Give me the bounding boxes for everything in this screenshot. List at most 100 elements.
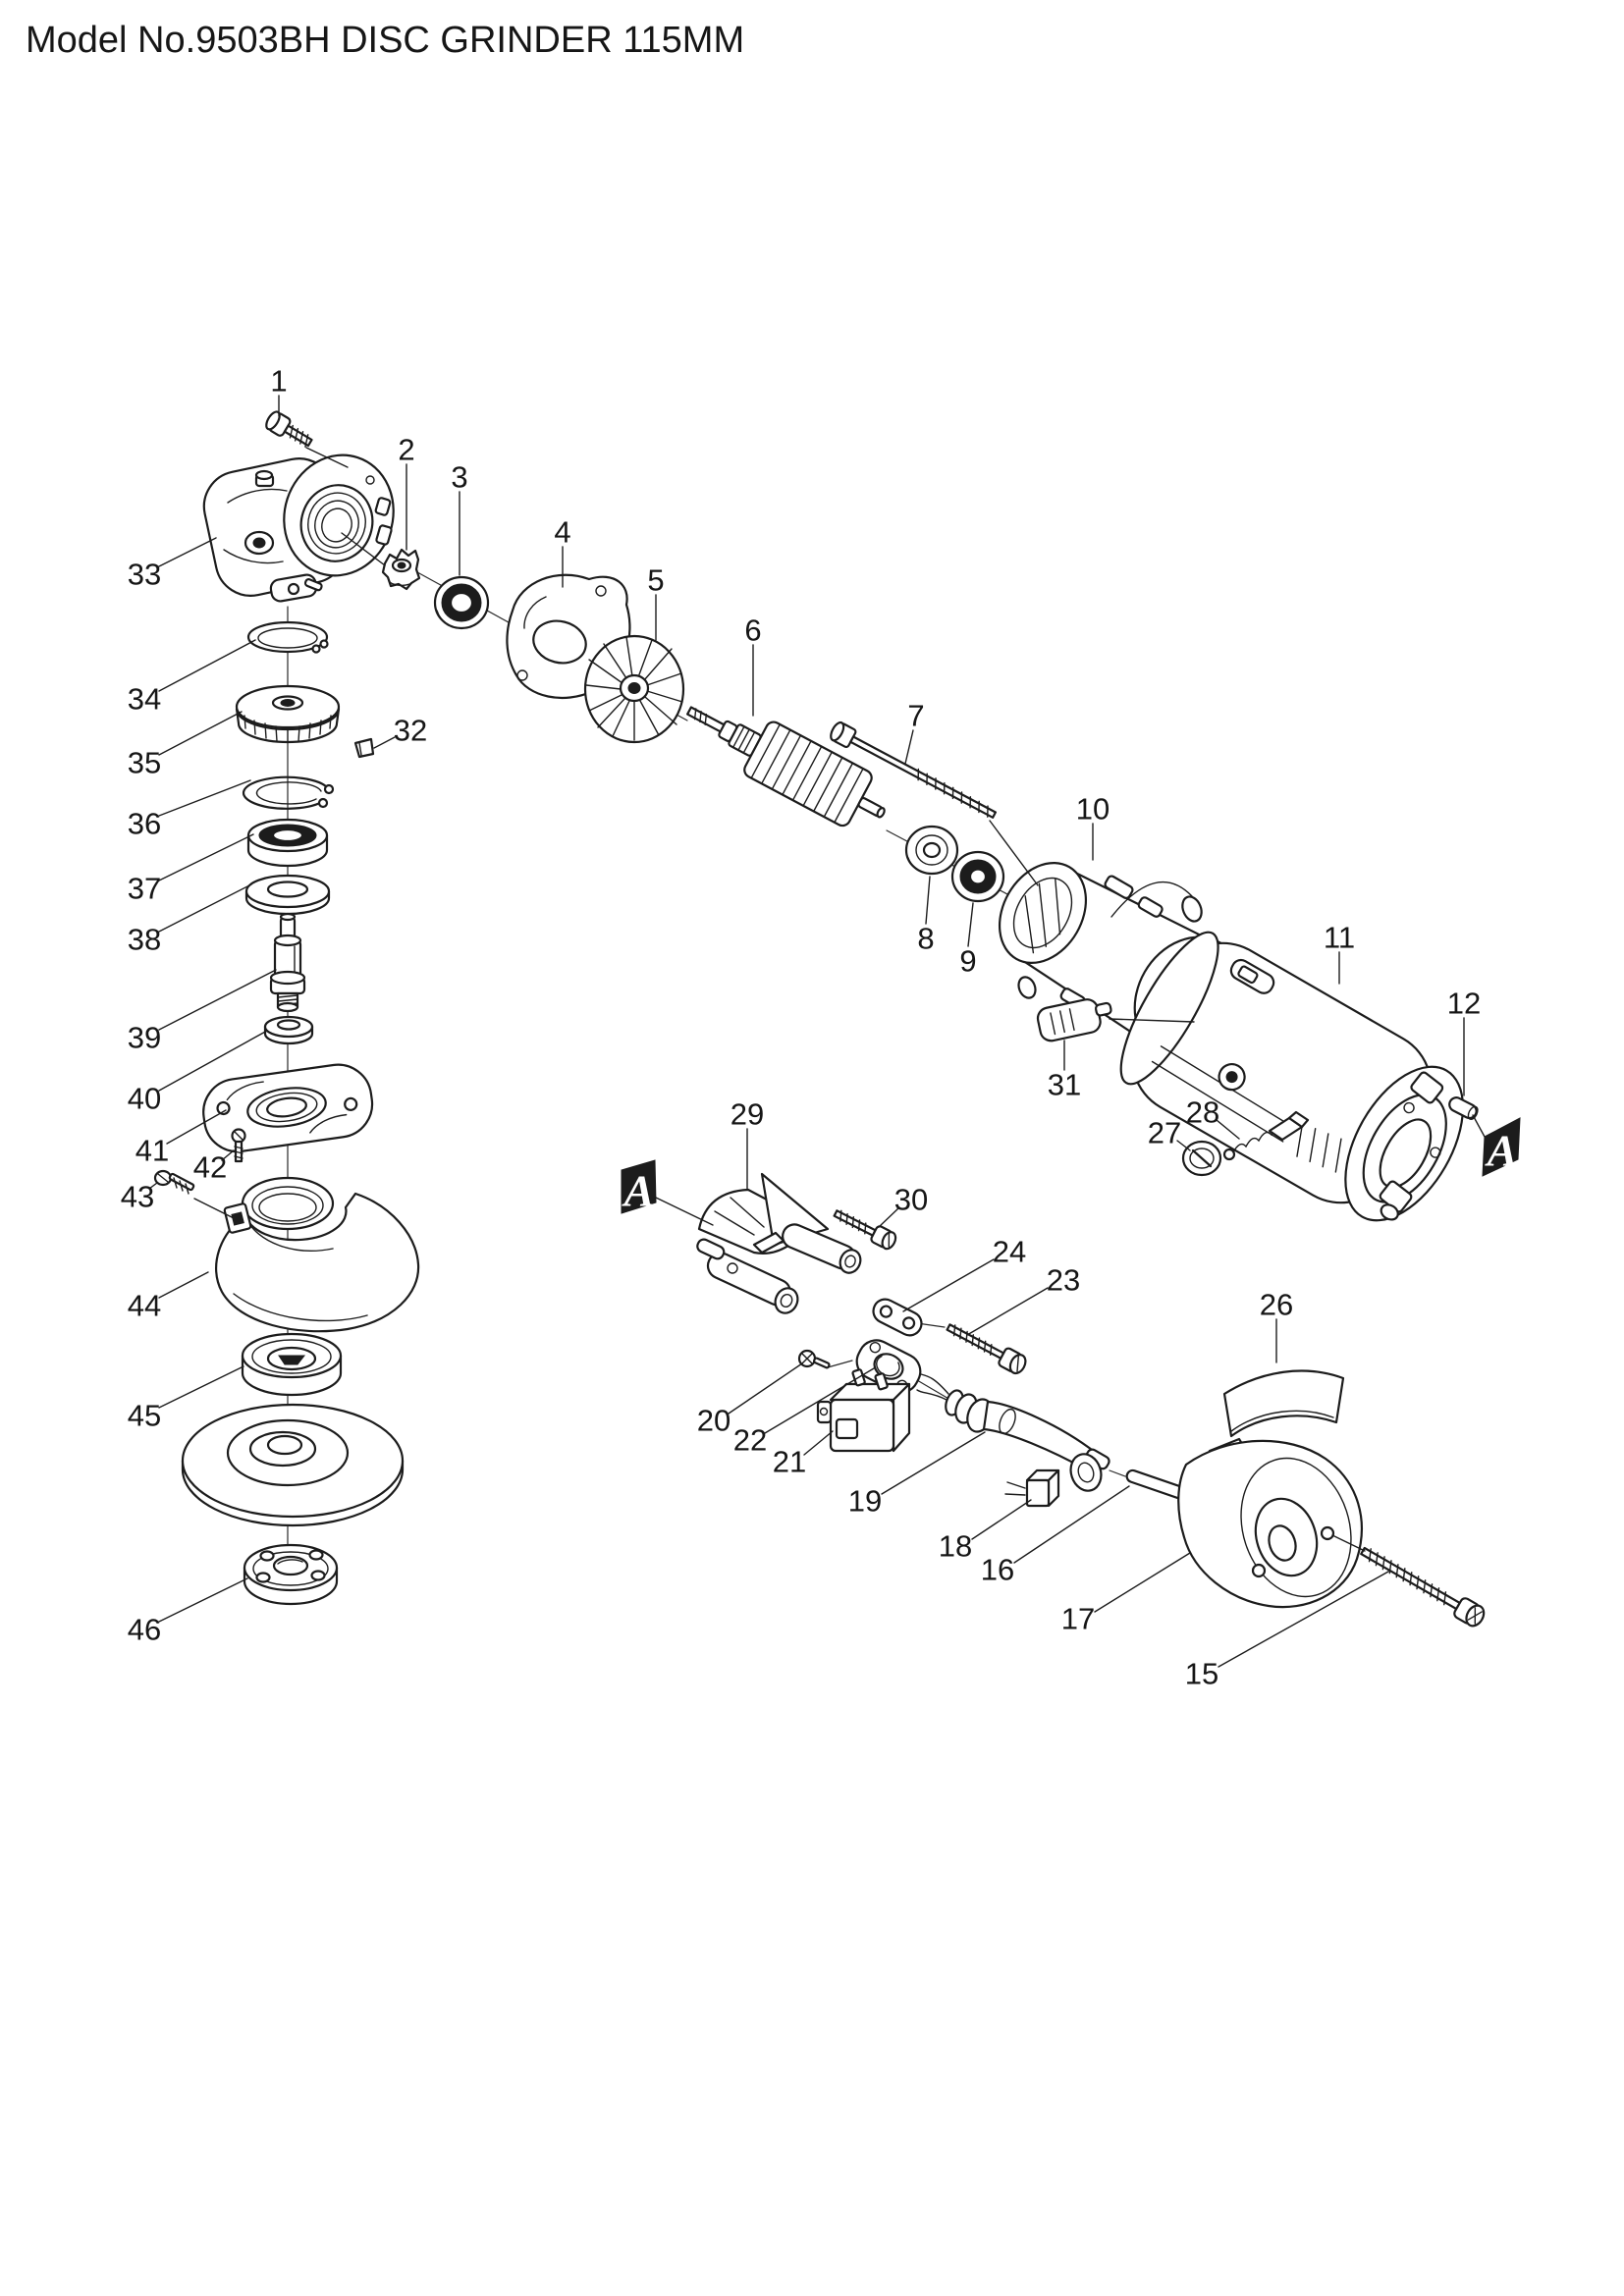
hex-bolt-long	[830, 721, 998, 819]
part-number-16: 16	[981, 1553, 1014, 1587]
leader-line-19	[881, 1431, 986, 1495]
leader-line-43	[148, 1182, 158, 1190]
brush-holder-screw	[833, 1209, 897, 1251]
leader-line-44	[158, 1271, 209, 1299]
stator-lead-wire	[1110, 881, 1193, 918]
leader-line-17	[1094, 1552, 1191, 1613]
leader-line-16	[1013, 1485, 1130, 1564]
spiral-bevel-gear-large	[235, 684, 341, 744]
detail-marker-a-right-letter: A	[1485, 1126, 1518, 1176]
part-number-42: 42	[193, 1150, 227, 1185]
armature	[686, 706, 886, 828]
terminal-plate	[872, 1298, 923, 1337]
leader-line-21	[803, 1430, 834, 1456]
part-number-12: 12	[1447, 987, 1481, 1021]
wave-washer	[263, 1015, 314, 1045]
dowel-pin	[1448, 1096, 1479, 1120]
part-number-41: 41	[135, 1134, 169, 1168]
rubber-ring	[950, 850, 1005, 903]
flat-washer	[244, 874, 331, 916]
part-number-27: 27	[1148, 1116, 1181, 1150]
leader-line-24	[902, 1258, 995, 1312]
pointer-lines	[193, 447, 1366, 1552]
detail-marker-a-right-leader	[1472, 1114, 1486, 1138]
part-number-23: 23	[1047, 1263, 1080, 1298]
parts-artwork	[153, 410, 1486, 1628]
cord-clip-block	[1004, 1468, 1060, 1508]
guard-clamp-screw	[153, 1169, 195, 1195]
part-number-15: 15	[1185, 1657, 1218, 1691]
callout-layer: 1234567891011121516171819202122232426272…	[121, 364, 1521, 1691]
leader-line-8	[925, 876, 931, 925]
detail-marker-a-right-badge	[1482, 1117, 1521, 1177]
leader-line-33	[158, 537, 217, 567]
leader-line-23	[966, 1287, 1049, 1336]
part-number-33: 33	[128, 558, 161, 592]
pan-head-screw	[265, 410, 313, 448]
part-number-18: 18	[939, 1529, 972, 1564]
part-number-2: 2	[398, 433, 414, 467]
small-screw	[797, 1349, 831, 1369]
leader-line-45	[158, 1365, 244, 1409]
part-number-3: 3	[451, 460, 467, 495]
part-number-7: 7	[907, 699, 924, 733]
part-number-43: 43	[121, 1180, 154, 1214]
leader-line-28	[1216, 1119, 1240, 1140]
carbon-brush-assembly	[1222, 1110, 1310, 1161]
leader-line-15	[1218, 1571, 1389, 1668]
leader-line-18	[971, 1499, 1032, 1540]
part-number-46: 46	[128, 1613, 161, 1647]
brush-holder-cap	[1181, 1140, 1222, 1177]
leader-line-20	[728, 1362, 803, 1415]
leader-line-35	[158, 711, 243, 756]
part-number-24: 24	[993, 1235, 1026, 1269]
leader-line-37	[158, 833, 254, 881]
part-number-1: 1	[270, 364, 287, 399]
gear-housing	[202, 454, 395, 603]
part-number-10: 10	[1076, 792, 1110, 827]
leader-line-46	[158, 1577, 248, 1623]
leader-line-34	[158, 639, 256, 692]
brush-holder-unit	[696, 1172, 862, 1314]
leader-line-38	[158, 883, 252, 933]
part-number-30: 30	[894, 1183, 928, 1217]
rear-cover	[1177, 1437, 1363, 1609]
part-number-40: 40	[128, 1082, 161, 1116]
bearing-box	[202, 1063, 374, 1153]
leader-line-22	[764, 1367, 875, 1434]
spindle	[269, 912, 306, 1013]
part-number-21: 21	[773, 1445, 806, 1479]
insulation-ring-upper	[1181, 895, 1203, 923]
switch-screw	[946, 1323, 1027, 1375]
power-switch	[816, 1368, 911, 1453]
leader-line-39	[158, 969, 277, 1031]
switch-slide-lever	[1036, 998, 1112, 1042]
detail-marker-a-left-letter: A	[622, 1166, 655, 1216]
leader-line-36	[158, 779, 251, 817]
spiral-bevel-gear-small	[381, 548, 421, 591]
part-number-45: 45	[128, 1399, 161, 1433]
leader-line-41	[166, 1109, 227, 1145]
part-number-4: 4	[554, 515, 570, 550]
leader-line-32	[373, 736, 396, 749]
leader-line-40	[158, 1030, 268, 1092]
part-number-5: 5	[647, 563, 664, 598]
part-number-32: 32	[394, 714, 427, 748]
leader-line-42	[221, 1149, 235, 1161]
part-number-28: 28	[1186, 1095, 1219, 1130]
part-number-11: 11	[1324, 921, 1355, 955]
part-number-9: 9	[959, 944, 976, 979]
ball-bearing-front	[433, 575, 490, 630]
housing-screw-long	[1360, 1546, 1486, 1628]
motor-housing	[1119, 931, 1465, 1222]
ball-bearing-spindle	[246, 818, 329, 868]
name-plate	[1222, 1369, 1345, 1438]
detail-marker-a-left-badge	[621, 1159, 657, 1214]
leader-line-30	[878, 1206, 900, 1228]
detail-marker-a-left-leader	[655, 1197, 714, 1226]
armature-boot	[916, 1373, 1110, 1492]
part-number-31: 31	[1048, 1068, 1081, 1102]
page-title: Model No.9503BH DISC GRINDER 115MM	[26, 20, 745, 61]
